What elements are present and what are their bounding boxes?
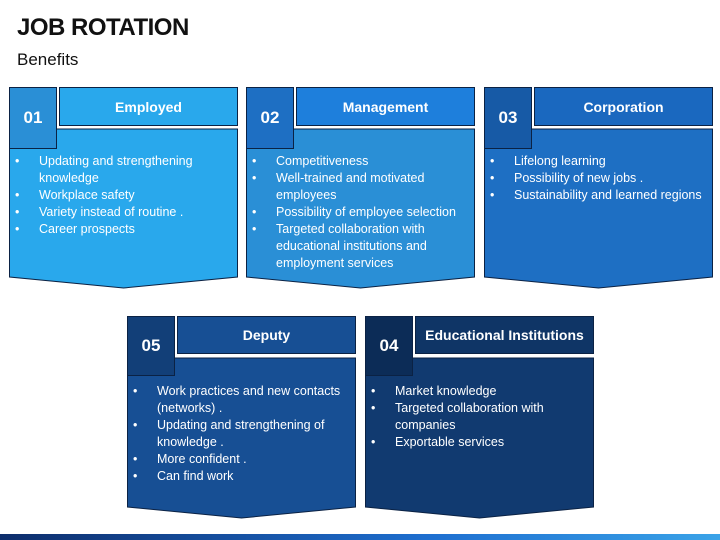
list-item: Workplace safety: [9, 187, 231, 204]
card-educational-institutions: 04 Educational Institutions Market knowl…: [365, 316, 594, 519]
card-heading: Management: [342, 98, 429, 115]
card-bullet-list: Competitiveness Well-trained and motivat…: [246, 153, 468, 272]
card-bullet-list: Updating and strengthening knowledge Wor…: [9, 153, 231, 238]
card-number: 03: [498, 108, 518, 127]
list-item: Can find work: [127, 468, 349, 485]
card-number: 04: [379, 336, 399, 355]
list-item: Possibility of employee selection: [246, 204, 468, 221]
card-number-badge: 05: [127, 316, 175, 376]
list-item: Competitiveness: [246, 153, 468, 170]
list-item: More confident .: [127, 451, 349, 468]
list-item: Work practices and new contacts (network…: [127, 383, 349, 417]
card-heading-box: Employed: [59, 87, 238, 126]
card-bullet-list: Work practices and new contacts (network…: [127, 383, 349, 485]
card-number-badge: 01: [9, 87, 57, 149]
card-bullet-list: Market knowledge Targeted collaboration …: [365, 383, 587, 451]
card-heading-box: Educational Institutions: [415, 316, 594, 354]
card-management: 02 Management Competitiveness Well-train…: [246, 87, 475, 289]
card-number-badge: 03: [484, 87, 532, 149]
card-heading-box: Corporation: [534, 87, 713, 126]
list-item: Variety instead of routine .: [9, 204, 231, 221]
list-item: Lifelong learning: [484, 153, 706, 170]
card-heading-box: Deputy: [177, 316, 356, 354]
card-deputy: 05 Deputy Work practices and new contact…: [127, 316, 356, 519]
card-heading: Educational Institutions: [425, 327, 584, 343]
card-bullet-list: Lifelong learning Possibility of new job…: [484, 153, 706, 204]
card-heading: Deputy: [242, 327, 291, 343]
card-number: 05: [141, 336, 161, 355]
list-item: Market knowledge: [365, 383, 587, 400]
list-item: Targeted collaboration with companies: [365, 400, 587, 434]
card-number-badge: 04: [365, 316, 413, 376]
card-number-badge: 02: [246, 87, 294, 149]
bottom-accent-bar: [0, 534, 720, 540]
list-item: Sustainability and learned regions: [484, 187, 706, 204]
card-corporation: 03 Corporation Lifelong learning Possibi…: [484, 87, 713, 289]
list-item: Exportable services: [365, 434, 587, 451]
page-subtitle: Benefits: [17, 50, 79, 69]
list-item: Targeted collaboration with educational …: [246, 221, 468, 272]
card-heading-box: Management: [296, 87, 475, 126]
card-heading: Employed: [115, 98, 182, 115]
card-number: 01: [23, 108, 43, 127]
card-number: 02: [260, 108, 280, 127]
list-item: Updating and strengthening knowledge: [9, 153, 231, 187]
list-item: Career prospects: [9, 221, 231, 238]
list-item: Well-trained and motivated employees: [246, 170, 468, 204]
card-heading: Corporation: [583, 98, 664, 115]
page-title: JOB ROTATION: [17, 14, 189, 41]
card-employed: 01 Employed Updating and strengthening k…: [9, 87, 238, 289]
list-item: Updating and strengthening of knowledge …: [127, 417, 349, 451]
list-item: Possibility of new jobs .: [484, 170, 706, 187]
